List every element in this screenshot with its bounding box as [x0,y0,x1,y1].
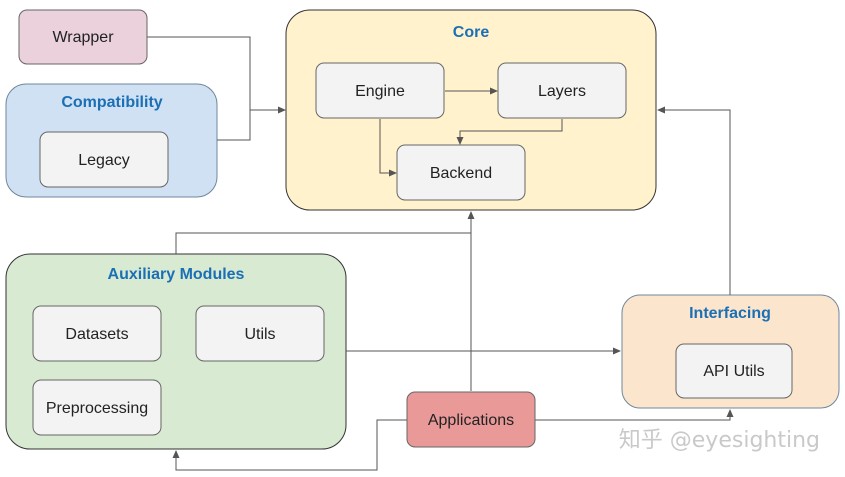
datasets-label: Datasets [65,326,128,343]
layers-node: Layers [497,62,627,119]
edge-wrapper-to-core [147,36,286,114]
api-utils-node: API Utils [675,343,793,399]
edge-applications-to-interfacing [535,409,734,421]
preprocessing-box [32,379,162,436]
core-group-title: Core [453,24,490,41]
utils-label: Utils [244,326,275,343]
engine-label: Engine [355,83,405,100]
edge-interfacing-to-core [657,106,731,295]
edge-applications-to-auxiliary [172,419,407,471]
api-utils-label: API Utils [703,363,764,380]
applications-node: Applications [406,391,536,448]
applications-label: Applications [428,412,514,429]
backend-box [396,144,526,201]
backend-label: Backend [430,165,492,182]
edge-auxiliary-to-core [175,232,471,254]
edge-engine-to-backend [379,119,397,177]
datasets-box [32,305,162,362]
watermark-text: 知乎 @eyesighting [619,428,820,453]
engine-box [315,62,445,119]
backend-node: Backend [396,144,526,201]
auxiliary-modules-group-title: Auxiliary Modules [108,266,245,283]
wrapper-box [18,9,148,65]
api-utils-box [675,343,793,399]
legacy-node: Legacy [39,131,169,188]
engine-node: Engine [315,62,445,119]
wrapper-node: Wrapper [18,9,148,65]
edge-compatibility-to-core [217,110,251,141]
core-group: Core [285,9,657,211]
utils-node: Utils [195,305,325,362]
layers-label: Layers [538,83,586,100]
preprocessing-node: Preprocessing [32,379,162,436]
legacy-label: Legacy [78,152,130,169]
edge-layers-to-backend [456,119,563,145]
applications-box [406,391,536,448]
connectors [147,36,734,471]
legacy-box [39,131,169,188]
compatibility-group-title: Compatibility [61,94,162,111]
preprocessing-label: Preprocessing [46,400,148,417]
layers-box [497,62,627,119]
utils-box [195,305,325,362]
interfacing-group-title: Interfacing [689,305,771,322]
datasets-node: Datasets [32,305,162,362]
wrapper-label: Wrapper [52,29,114,46]
core-group-box [285,9,657,211]
